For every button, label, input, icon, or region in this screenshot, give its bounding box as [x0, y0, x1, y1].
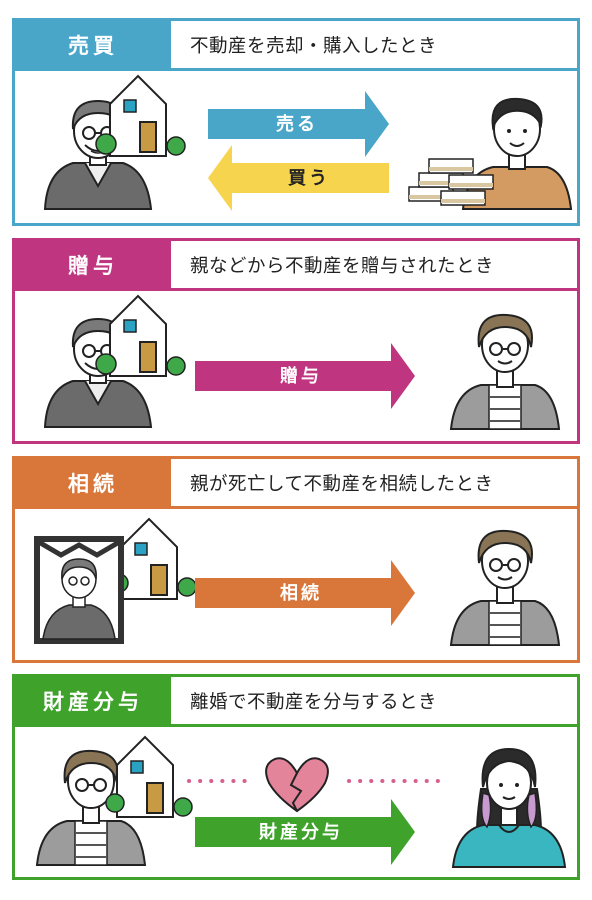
- arrow-buy: 買う: [208, 145, 389, 211]
- panel-gift: 贈与 親などから不動産を贈与されたとき 贈与: [12, 238, 580, 444]
- panel-headline: 親が死亡して不動産を相続したとき: [190, 473, 494, 495]
- arrow-gift: 贈与: [195, 343, 415, 409]
- money-stack-icon: [408, 158, 494, 206]
- panel-divorce: 財産分与 離婚で不動産を分与するとき: [12, 674, 580, 880]
- father-icon: [43, 317, 153, 428]
- house-icon: [95, 74, 186, 157]
- panel-divider: [15, 68, 577, 71]
- arrow-label: 財産分与: [259, 821, 343, 843]
- panel-headline: 離婚で不動産を分与するとき: [190, 691, 438, 713]
- panel-headline: 不動産を売却・購入したとき: [190, 35, 438, 57]
- arrow-label: 相続: [280, 582, 322, 604]
- arrow-label: 贈与: [280, 365, 322, 387]
- house-icon: [95, 294, 186, 377]
- house-icon: [105, 735, 193, 818]
- son-icon: [449, 313, 561, 430]
- panel-tag: 相続: [15, 459, 171, 506]
- panel-tag: 贈与: [15, 241, 171, 288]
- woman-icon: [451, 747, 567, 868]
- panel-divider: [15, 724, 577, 727]
- memorial-frame-icon: [34, 536, 124, 644]
- panel-inheritance: 相続 親が死亡して不動産を相続したとき 相続: [12, 456, 580, 663]
- son-icon: [449, 529, 561, 646]
- panel-tag: 財産分与: [15, 677, 171, 724]
- panel-tag: 売買: [15, 21, 171, 68]
- arrow-inheritance: 相続: [195, 560, 415, 626]
- panel-sale: 売買 不動産を売却・購入したとき 売る: [12, 18, 580, 226]
- arrow-sell: 売る: [208, 91, 389, 157]
- panel-divider: [15, 506, 577, 509]
- arrow-label: 買う: [288, 168, 330, 189]
- son-icon: [35, 749, 147, 866]
- arrow-label: 売る: [276, 113, 318, 135]
- panel-headline: 親などから不動産を贈与されたとき: [190, 255, 495, 277]
- panel-divider: [15, 288, 577, 291]
- broken-heart-icon: [265, 757, 329, 813]
- arrow-property-division: 財産分与: [195, 799, 415, 865]
